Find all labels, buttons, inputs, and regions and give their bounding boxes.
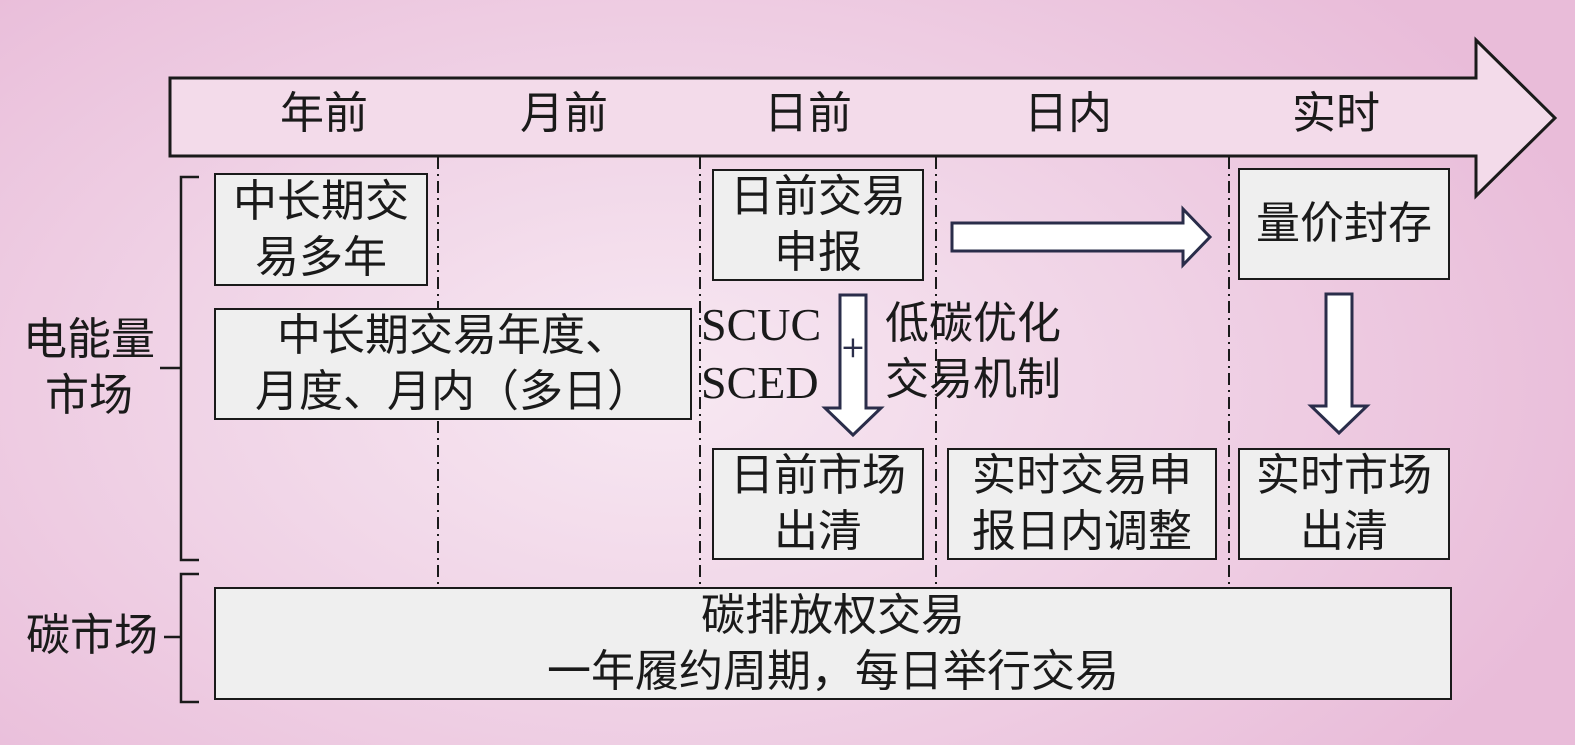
intraday-adjust-box: 实时交易申 报日内调整 [947,448,1217,560]
box-text: 实时交易申 报日内调整 [972,450,1192,557]
box-text: 日前交易 申报 [730,171,906,278]
phase-label: 月前 [520,88,608,139]
carbon-trading-box: 碳排放权交易 一年履约周期，每日举行交易 [214,587,1452,700]
phase-label: 日内 [1024,88,1112,139]
phase-label: 实时 [1292,88,1380,139]
timeline-arrow [168,36,1558,200]
carbon-bracket [164,572,199,704]
phase-label: 年前 [280,88,368,139]
box-text: 量价封存 [1256,198,1432,249]
day-ahead-bid-box: 日前交易 申报 [712,169,924,281]
box-text: 实时市场 出清 [1256,450,1432,557]
scuc-label: SCUC [701,299,822,350]
phase-label: 日前 [764,88,852,139]
down-arrow-day-ahead [821,293,885,438]
volume-price-seal-box: 量价封存 [1238,168,1450,280]
plus-sign: + [840,330,866,365]
down-arrow-realtime [1307,292,1371,436]
electricity-market-label: 电能量 市场 [23,314,155,421]
mid-long-multi-year-box: 中长期交 易多年 [214,173,428,286]
right-arrow [950,205,1213,269]
mid-long-annual-monthly-box: 中长期交易年度、 月度、月内（多日） [214,308,692,420]
day-ahead-clearing-box: 日前市场 出清 [712,448,924,560]
electricity-bracket [160,175,199,562]
low-carbon-mechanism-label: 低碳优化 交易机制 [885,298,1061,405]
box-text: 日前市场 出清 [730,450,906,557]
carbon-market-label: 碳市场 [26,610,158,661]
box-text: 碳排放权交易 一年履约周期，每日举行交易 [547,589,1119,697]
box-text: 中长期交易年度、 月度、月内（多日） [255,310,651,417]
realtime-clearing-box: 实时市场 出清 [1238,448,1450,560]
sced-label: SCED [701,357,819,408]
box-text: 中长期交 易多年 [233,175,409,283]
